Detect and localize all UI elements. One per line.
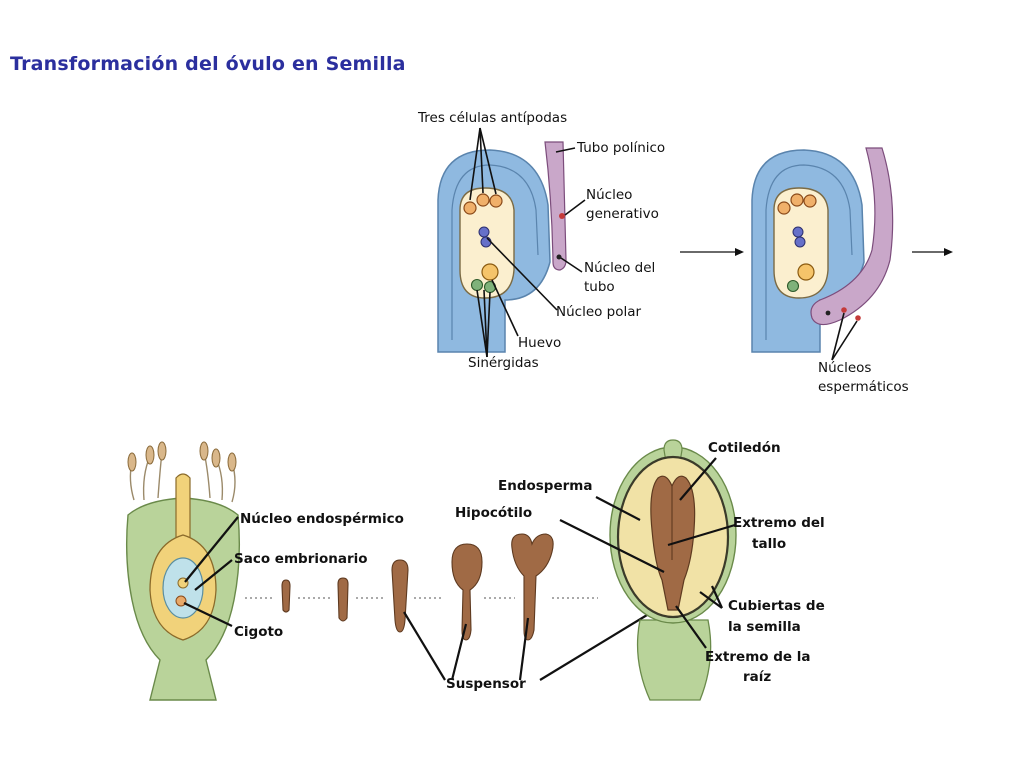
leader-line xyxy=(564,199,586,216)
label-nucleos-espermaticos-1: Núcleos xyxy=(818,360,871,376)
leader-line xyxy=(560,257,583,273)
label-nucleo-generativo-1: Núcleo xyxy=(586,187,632,203)
label-endosperma: Endosperma xyxy=(498,478,592,494)
label-antipodas: Tres células antípodas xyxy=(417,110,567,126)
leader-line xyxy=(710,585,724,609)
leader-line xyxy=(183,602,233,627)
antipodal-cell xyxy=(489,194,503,208)
embryo-stage-2 xyxy=(337,577,349,622)
polar-nucleus xyxy=(792,226,804,238)
antipodal-cell xyxy=(463,201,477,215)
egg-cell xyxy=(481,263,499,281)
antipodal-cell xyxy=(790,193,804,207)
embryo-stage-1 xyxy=(281,579,291,613)
label-nucleo-polar: Núcleo polar xyxy=(556,304,642,320)
label-cubiertas-2: la semilla xyxy=(728,619,801,635)
leader-line xyxy=(486,237,558,311)
polar-nucleus xyxy=(480,236,492,248)
label-cotiledon: Cotiledón xyxy=(708,440,781,456)
label-nucleo-generativo-2: generativo xyxy=(586,206,659,222)
pollen-tube xyxy=(810,147,894,326)
embryo-stage-4 xyxy=(451,543,483,641)
integument-inner xyxy=(765,164,853,340)
leader-line xyxy=(699,591,723,609)
leader-line xyxy=(450,623,468,681)
sperm-nucleus xyxy=(841,307,847,313)
label-extremo-tallo-2: tallo xyxy=(752,536,786,552)
zygote xyxy=(175,595,187,607)
leader-line xyxy=(486,291,491,358)
synergid-cell xyxy=(786,279,800,293)
seed-section: Cotiledón Endosperma Hipocótilo Extremo … xyxy=(455,439,825,701)
label-cubiertas-1: Cubiertas de xyxy=(728,598,825,614)
polar-nucleus xyxy=(478,226,490,238)
leader-line xyxy=(555,147,576,153)
process-arrow xyxy=(912,248,953,256)
embryo-stages xyxy=(281,533,554,641)
leader-line xyxy=(679,457,717,501)
page-title: Transformación del óvulo en Semilla xyxy=(10,53,406,75)
synergid-cell xyxy=(470,278,484,292)
embryo-stage-5 xyxy=(511,533,554,641)
label-sinergidas: Sinérgidas xyxy=(468,355,539,371)
leader-line xyxy=(675,605,707,649)
pollen-tube xyxy=(544,141,567,271)
label-nucleo-endospermico: Núcleo endospérmico xyxy=(240,511,404,527)
polar-nucleus xyxy=(794,236,806,248)
antipodal-cell xyxy=(777,201,791,215)
tube-nucleus xyxy=(825,310,831,316)
embryo-stage-3 xyxy=(391,559,409,633)
leader-line xyxy=(184,516,239,583)
label-hipocotilo: Hipocótilo xyxy=(455,505,532,521)
leader-line xyxy=(559,519,665,573)
label-huevo: Huevo xyxy=(518,335,561,351)
leader-line xyxy=(831,312,845,361)
label-nucleo-tubo-1: Núcleo del xyxy=(584,260,655,276)
label-extremo-raiz-2: raíz xyxy=(743,669,771,685)
label-suspensor: Suspensor xyxy=(446,676,526,692)
label-saco-embrionario: Saco embrionario xyxy=(234,551,368,567)
label-extremo-tallo-1: Extremo del xyxy=(733,515,825,531)
tube-nucleus xyxy=(556,254,562,260)
anthers xyxy=(127,441,237,472)
process-arrow xyxy=(680,248,744,256)
seed-stalk xyxy=(636,619,712,701)
ovule-diagram-before-fertilization: Tres células antípodas Tubo polínico Núc… xyxy=(417,110,665,371)
leader-line xyxy=(539,611,653,681)
leader-line xyxy=(595,496,641,521)
leader-line xyxy=(479,127,497,195)
leader-line xyxy=(194,559,233,591)
label-tubo-polinico: Tubo polínico xyxy=(576,140,665,156)
egg-cell xyxy=(797,263,815,281)
leader-line xyxy=(667,523,736,547)
leader-line xyxy=(479,127,484,194)
leader-line xyxy=(491,279,519,337)
sperm-nucleus xyxy=(855,315,861,321)
antipodal-cell xyxy=(803,194,817,208)
leader-line xyxy=(518,617,530,681)
antipodal-cell xyxy=(476,193,490,207)
integument-inner xyxy=(451,164,539,340)
label-nucleos-espermaticos-2: espermáticos xyxy=(818,379,909,395)
leader-line xyxy=(403,611,446,681)
style xyxy=(175,473,191,541)
leader-line xyxy=(483,289,488,358)
leader-line xyxy=(476,289,488,358)
flower-ovule-section: Núcleo endospérmico Saco embrionario Cig… xyxy=(125,441,404,701)
label-cigoto: Cigoto xyxy=(234,624,283,640)
label-nucleo-tubo-2: tubo xyxy=(584,279,615,295)
label-extremo-raiz-1: Extremo de la xyxy=(705,649,811,665)
generative-nucleus xyxy=(559,213,565,219)
ovule-diagram-fertilization: Núcleos espermáticos xyxy=(751,147,909,395)
leader-line xyxy=(469,127,481,201)
leader-line xyxy=(831,320,858,361)
